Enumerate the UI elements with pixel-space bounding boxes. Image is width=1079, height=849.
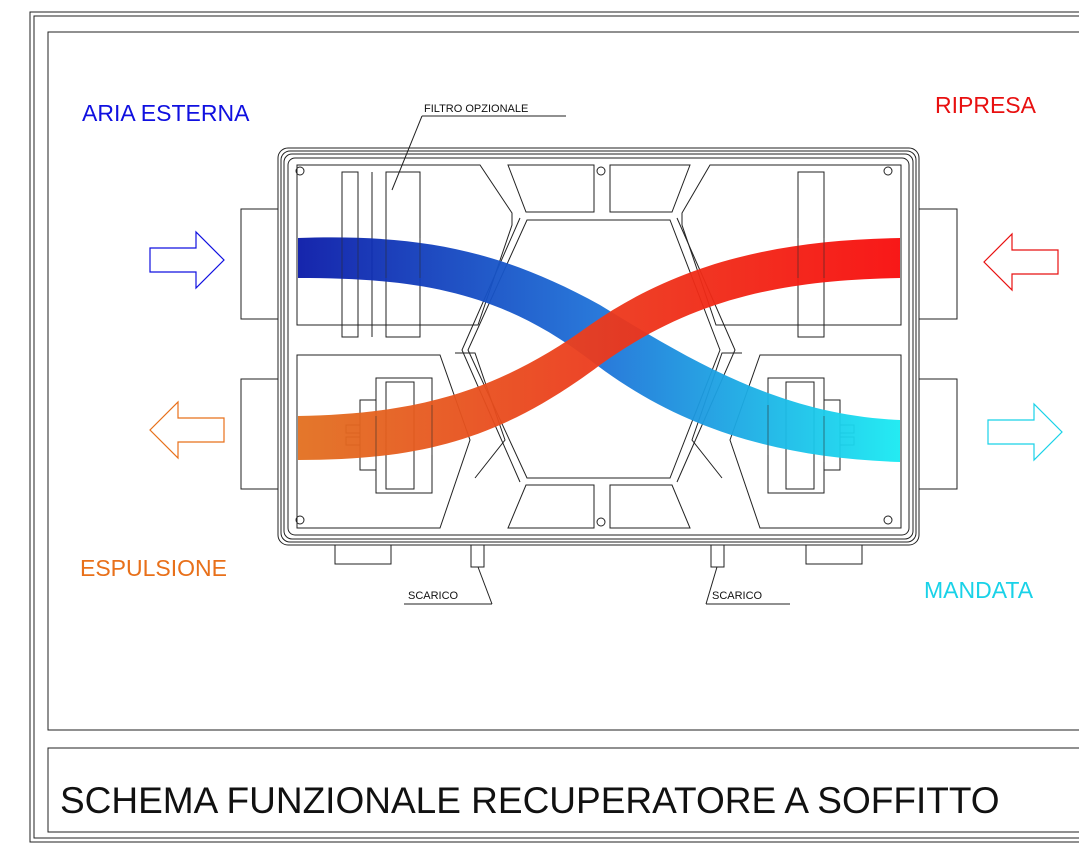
mandata-label: MANDATA bbox=[924, 577, 1034, 603]
scarico-leaders bbox=[404, 566, 790, 605]
ripresa-arrow-icon bbox=[983, 232, 1059, 292]
ripresa-label: RIPRESA bbox=[935, 92, 1037, 118]
airflow-bands bbox=[298, 237, 900, 462]
mandata-arrow-icon bbox=[987, 402, 1063, 462]
filter-leader bbox=[391, 115, 566, 191]
exhaust-air-band bbox=[298, 238, 900, 460]
espulsione-label: ESPULSIONE bbox=[80, 555, 227, 581]
drawing-title: SCHEMA FUNZIONALE RECUPERATORE A SOFFITT… bbox=[60, 780, 1000, 821]
aria-esterna-label: ARIA ESTERNA bbox=[82, 100, 250, 126]
right-port-boxes bbox=[918, 208, 958, 490]
aria-esterna-arrow-icon bbox=[149, 230, 225, 290]
sheet-frame bbox=[29, 11, 1079, 843]
espulsione-arrow-icon bbox=[149, 400, 225, 460]
corner-bolts bbox=[295, 166, 893, 527]
scarico-left-label: SCARICO bbox=[408, 590, 459, 602]
bottom-feet bbox=[334, 544, 863, 568]
structure-overlay bbox=[341, 238, 825, 462]
scarico-right-label: SCARICO bbox=[712, 590, 763, 602]
filtro-opzionale-label: FILTRO OPZIONALE bbox=[424, 103, 528, 115]
left-port-boxes bbox=[240, 208, 281, 490]
